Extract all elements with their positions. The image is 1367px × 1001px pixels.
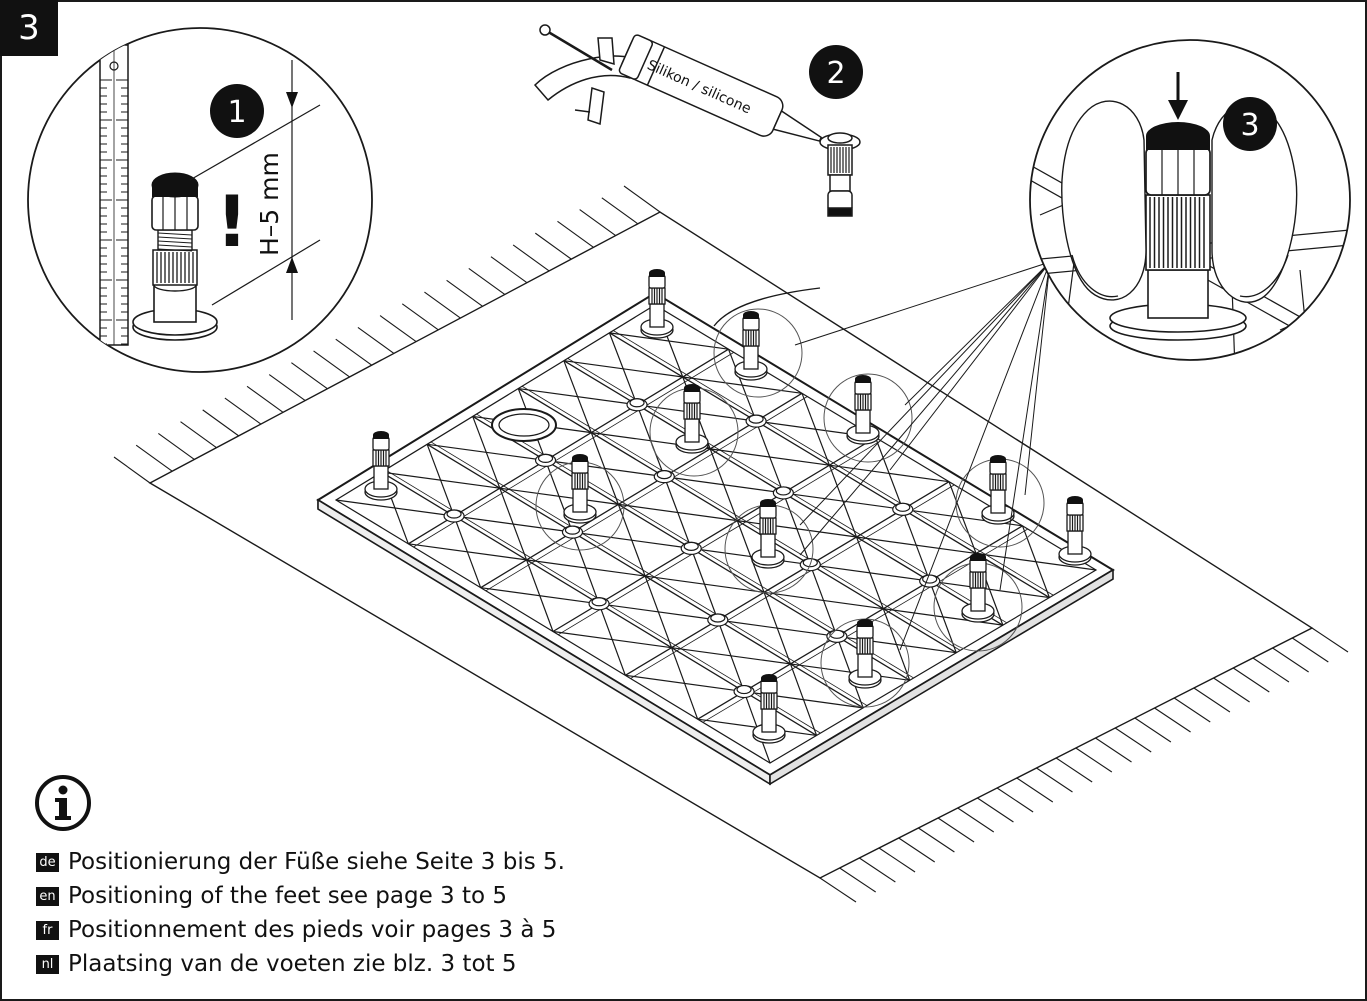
floor-hatch-bottom <box>819 627 1349 903</box>
legend-row-nl: nl Plaatsing van de voeten zie blz. 3 to… <box>36 947 565 981</box>
legend-text-de: Positionierung der Füße siehe Seite 3 bi… <box>68 849 565 875</box>
silicone-gun: Silikon / silicone <box>533 24 861 217</box>
svg-text:1: 1 <box>227 95 246 130</box>
floor-hatch-left <box>113 185 661 484</box>
arrow-down-icon <box>1168 100 1188 120</box>
callout-1: 1 <box>210 84 264 138</box>
hands <box>1061 100 1298 303</box>
lang-badge-de: de <box>36 852 59 872</box>
svg-text:2: 2 <box>826 56 845 91</box>
callout-3: 3 <box>1223 97 1277 151</box>
info-icon <box>35 775 91 831</box>
ruler <box>99 44 129 346</box>
exclamation-icon: ! <box>216 181 248 263</box>
legend-text-nl: Plaatsing van de voeten zie blz. 3 tot 5 <box>68 951 517 977</box>
svg-text:3: 3 <box>1240 108 1259 143</box>
tray-frame <box>316 287 1115 786</box>
legend-text-fr: Positionnement des pieds voir pages 3 à … <box>68 917 557 943</box>
legend-row-fr: fr Positionnement des pieds voir pages 3… <box>36 913 565 947</box>
legend-row-de: de Positionierung der Füße siehe Seite 3… <box>36 845 565 879</box>
drain-opening <box>491 408 557 442</box>
instruction-legend: de Positionierung der Füße siehe Seite 3… <box>36 845 565 981</box>
callout-2: 2 <box>809 45 863 99</box>
detail-circle-height <box>27 27 373 373</box>
lang-badge-en: en <box>36 886 59 906</box>
leader-lines <box>794 261 1051 651</box>
step-number: 3 <box>0 0 58 56</box>
adjustable-feet <box>364 269 1092 744</box>
legend-row-en: en Positioning of the feet see page 3 to… <box>36 879 565 913</box>
measurement-label: H–5 mm <box>255 152 284 256</box>
lang-badge-fr: fr <box>36 920 59 940</box>
legend-text-en: Positioning of the feet see page 3 to 5 <box>68 883 508 909</box>
detail-circle-press <box>1029 39 1351 361</box>
lang-badge-nl: nl <box>36 954 59 974</box>
foot-closeup <box>132 172 218 341</box>
